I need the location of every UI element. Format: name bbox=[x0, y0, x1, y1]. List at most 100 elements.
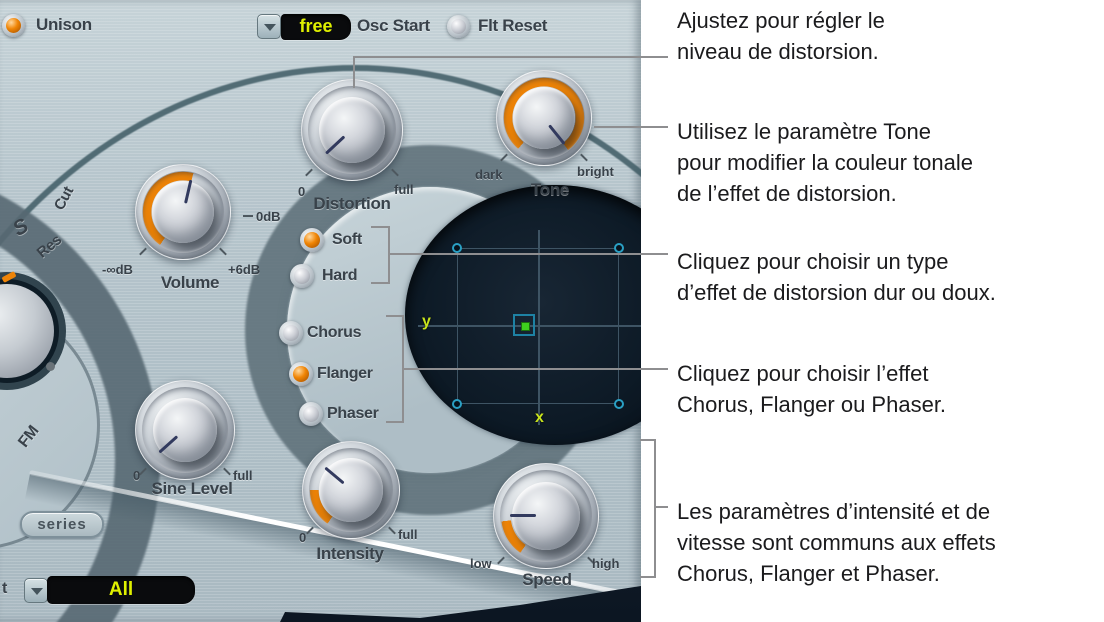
filter-blend-symbol: S bbox=[8, 214, 33, 241]
xy-corner-handle[interactable] bbox=[452, 243, 462, 253]
callout-bracket-intensity-speed bbox=[640, 576, 656, 578]
mode-dropdown[interactable]: All bbox=[47, 576, 195, 604]
speed-label: Speed bbox=[522, 570, 572, 589]
tone-knob[interactable] bbox=[496, 70, 592, 166]
effect-chorus-label: Chorus bbox=[307, 324, 362, 341]
flt-reset-label: Flt Reset bbox=[478, 16, 548, 35]
knob-cap bbox=[151, 180, 215, 244]
led-indicator bbox=[450, 18, 467, 35]
intensity-min-label: 0 bbox=[299, 530, 307, 545]
synth-panel: Cut S Res FM t Unison free Osc Start Flt… bbox=[0, 0, 641, 622]
volume-label: Volume bbox=[160, 273, 220, 292]
led-indicator bbox=[283, 325, 299, 341]
xy-corner-handle[interactable] bbox=[452, 399, 462, 409]
intensity-label: Intensity bbox=[316, 544, 384, 563]
callout-line-distortion-type bbox=[388, 253, 668, 255]
annotation-text: Cliquez pour choisir un type bbox=[677, 249, 949, 274]
effect-flanger-label: Flanger bbox=[317, 365, 373, 382]
sine-level-knob[interactable] bbox=[135, 380, 235, 480]
annotation-text: d’effet de distorsion dur ou doux. bbox=[677, 280, 996, 305]
annotation-distortion: Ajustez pour régler le niveau de distors… bbox=[677, 5, 1102, 67]
callout-bracket-distortion-type bbox=[371, 226, 390, 228]
annotation-intensity-speed: Les paramètres d’intensité et de vitesse… bbox=[677, 496, 1102, 589]
distortion-min-label: 0 bbox=[298, 184, 306, 199]
xy-corner-handle[interactable] bbox=[614, 399, 624, 409]
xy-corner-handle[interactable] bbox=[614, 243, 624, 253]
callout-line-distortion bbox=[353, 56, 668, 58]
distortion-type-hard-button[interactable] bbox=[290, 264, 314, 288]
annotation-text: vitesse sont communs aux effets bbox=[677, 530, 996, 555]
xy-marker-dot bbox=[521, 322, 530, 331]
annotation-text: de l’effet de distorsion. bbox=[677, 181, 897, 206]
callout-bracket-intensity-speed bbox=[640, 439, 656, 441]
sine-level-label: Sine Level bbox=[151, 479, 233, 498]
annotation-text: Cliquez pour choisir l’effet bbox=[677, 361, 929, 386]
led-indicator bbox=[293, 366, 309, 382]
annotation-distortion-type: Cliquez pour choisir un type d’effet de … bbox=[677, 246, 1102, 308]
xy-vector-pad[interactable]: y x bbox=[405, 185, 641, 445]
xy-position-marker[interactable] bbox=[513, 314, 535, 336]
osc-start-dropdown-arrow-icon[interactable] bbox=[257, 14, 281, 39]
filter-knob-dot bbox=[46, 362, 55, 371]
distortion-type-soft-label: Soft bbox=[332, 231, 362, 248]
intensity-max-label: full bbox=[398, 527, 418, 542]
effect-phaser-label: Phaser bbox=[327, 405, 379, 422]
osc-start-label: Osc Start bbox=[357, 16, 430, 35]
annotation-text: Chorus, Flanger ou Phaser. bbox=[677, 392, 947, 417]
knob-pointer bbox=[281, 59, 422, 200]
speed-max-label: high bbox=[592, 556, 620, 571]
intensity-knob[interactable] bbox=[302, 441, 400, 539]
callout-line-tone bbox=[594, 126, 668, 128]
distortion-type-soft-button[interactable] bbox=[300, 228, 324, 252]
xy-x-axis-label: x bbox=[535, 409, 544, 426]
speed-knob[interactable] bbox=[493, 463, 599, 569]
effect-phaser-button[interactable] bbox=[299, 402, 323, 426]
series-button[interactable]: series bbox=[20, 511, 104, 538]
led-indicator bbox=[294, 268, 310, 284]
effect-chorus-button[interactable] bbox=[279, 321, 303, 345]
knob-cap bbox=[511, 481, 581, 551]
distortion-max-label: full bbox=[394, 182, 414, 197]
osc-start-dropdown[interactable]: free bbox=[281, 14, 351, 40]
distortion-label: Distortion bbox=[313, 194, 391, 213]
distortion-type-hard-label: Hard bbox=[322, 267, 358, 284]
sine-level-max-label: full bbox=[233, 468, 253, 483]
volume-0db-tick bbox=[243, 215, 253, 217]
res-label: Res bbox=[33, 231, 65, 262]
led-indicator bbox=[303, 406, 319, 422]
callout-bracket-effects bbox=[386, 315, 404, 317]
speed-min-label: low bbox=[470, 556, 492, 571]
filter-knob-orange-tick bbox=[1, 271, 17, 283]
callout-bracket-effects bbox=[386, 421, 404, 423]
callout-bracket-intensity-speed bbox=[654, 439, 656, 578]
knob-cap bbox=[152, 397, 218, 463]
mode-dropdown-arrow-icon[interactable] bbox=[24, 578, 48, 603]
tone-max-label: bright bbox=[577, 164, 614, 179]
callout-bracket-distortion-type bbox=[371, 282, 390, 284]
volume-mid-label: 0dB bbox=[256, 209, 281, 224]
fm-label: FM bbox=[15, 422, 43, 451]
knob-pointer bbox=[494, 464, 598, 568]
flt-reset-button[interactable] bbox=[447, 15, 470, 38]
xy-grid-vline bbox=[538, 230, 540, 425]
sine-level-min-label: 0 bbox=[133, 468, 141, 483]
effect-flanger-button[interactable] bbox=[289, 362, 313, 386]
volume-knob[interactable] bbox=[135, 164, 231, 260]
annotation-effects: Cliquez pour choisir l’effet Chorus, Fla… bbox=[677, 358, 1102, 420]
filter-knob-partial[interactable] bbox=[0, 284, 54, 378]
annotation-text: niveau de distorsion. bbox=[677, 39, 879, 64]
led-indicator bbox=[5, 17, 22, 34]
annotation-text: Ajustez pour régler le bbox=[677, 8, 885, 33]
partial-label: t bbox=[2, 580, 8, 597]
annotation-text: Utilisez le paramètre Tone bbox=[677, 119, 931, 144]
tone-label: Tone bbox=[530, 180, 570, 199]
distortion-knob[interactable] bbox=[301, 79, 403, 181]
unison-led-button[interactable] bbox=[2, 14, 25, 37]
annotation-text: Les paramètres d’intensité et de bbox=[677, 499, 991, 524]
cut-label: Cut bbox=[50, 183, 78, 214]
callout-line-effects bbox=[402, 368, 668, 370]
knob-cap bbox=[319, 97, 385, 163]
volume-max-label: +6dB bbox=[228, 262, 261, 277]
xy-y-axis-label: y bbox=[422, 313, 431, 330]
